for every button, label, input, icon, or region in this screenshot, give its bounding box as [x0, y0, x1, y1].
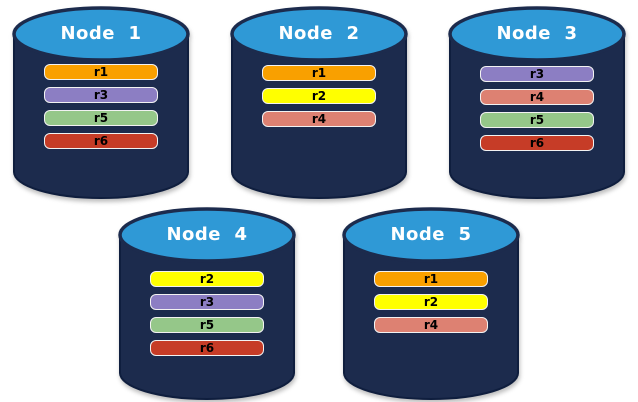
replica-bar-r2: r2 [262, 88, 376, 104]
replica-bar-r5: r5 [480, 112, 594, 128]
replica-bar-r2: r2 [374, 294, 488, 310]
replica-bar-r5: r5 [44, 110, 158, 126]
cylinder-top-ellipse [342, 207, 520, 263]
replica-bar-r6: r6 [150, 340, 264, 356]
replica-bar-r6: r6 [480, 135, 594, 151]
replica-bar-r1: r1 [44, 64, 158, 80]
replica-bar-r5: r5 [150, 317, 264, 333]
node-label: Node 1 [60, 23, 142, 44]
replica-bar-r4: r4 [374, 317, 488, 333]
replica-list: r3 r4 r5 r6 [480, 66, 594, 158]
replica-bar-r3: r3 [44, 87, 158, 103]
database-node-5: Node 5 r1 r2 r4 [338, 206, 524, 402]
replica-bar-r4: r4 [262, 111, 376, 127]
replica-list: r1 r2 r4 [262, 65, 376, 134]
node-label: Node 3 [496, 23, 578, 44]
replica-bar-r3: r3 [480, 66, 594, 82]
cylinder-top-ellipse [448, 6, 626, 62]
replica-list: r1 r2 r4 [374, 271, 488, 340]
replica-bar-r2: r2 [150, 271, 264, 287]
cylinder-top-ellipse [12, 6, 190, 62]
database-node-3: Node 3 r3 r4 r5 r6 [444, 5, 630, 201]
cylinder-top-ellipse [230, 6, 408, 62]
database-node-2: Node 2 r1 r2 r4 [226, 5, 412, 201]
node-label: Node 4 [166, 224, 248, 245]
replica-bar-r6: r6 [44, 133, 158, 149]
node-label: Node 2 [278, 23, 360, 44]
replica-bar-r1: r1 [374, 271, 488, 287]
replica-bar-r1: r1 [262, 65, 376, 81]
cylinder-top-ellipse [118, 207, 296, 263]
node-label: Node 5 [390, 224, 472, 245]
replica-list: r1 r3 r5 r6 [44, 64, 158, 156]
database-node-4: Node 4 r2 r3 r5 r6 [114, 206, 300, 402]
database-node-1: Node 1 r1 r3 r5 r6 [8, 5, 194, 201]
replica-list: r2 r3 r5 r6 [150, 271, 264, 363]
replica-bar-r4: r4 [480, 89, 594, 105]
replica-bar-r3: r3 [150, 294, 264, 310]
